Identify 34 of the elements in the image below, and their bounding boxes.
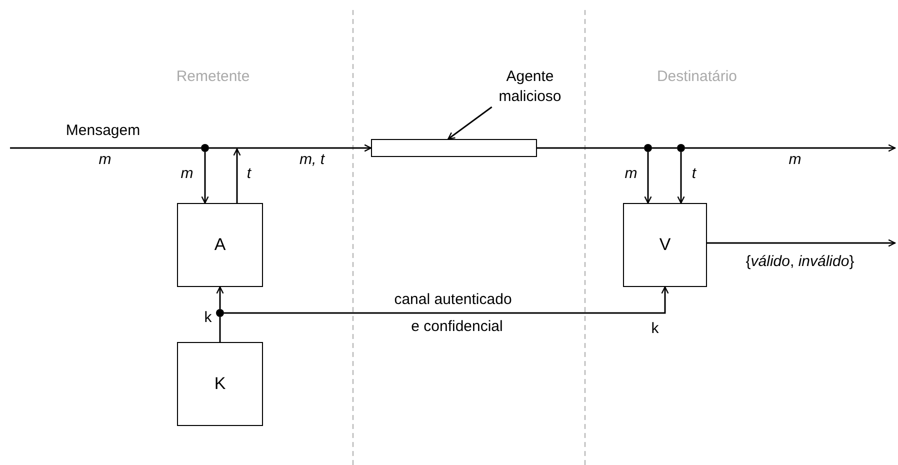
- channel-box: [371, 139, 537, 157]
- arrow: [201, 152, 209, 204]
- line: [652, 147, 677, 149]
- line: [10, 147, 201, 149]
- arrow: [677, 152, 685, 204]
- text-label: k: [651, 318, 659, 339]
- edge-label: m: [98, 150, 112, 170]
- process-box: K: [177, 342, 263, 426]
- text-label: Destinatário: [656, 66, 738, 87]
- text-label: e confidencial: [411, 316, 503, 337]
- edge-label: t: [246, 164, 252, 184]
- process-box: A: [177, 203, 263, 287]
- arrow: [216, 286, 224, 309]
- text-label: Mensagem: [66, 120, 140, 141]
- edge-label: canal autenticado: [394, 290, 512, 310]
- bare-text: Agente malicioso: [485, 67, 575, 107]
- edge-label: m: [788, 150, 802, 170]
- arrow: [233, 148, 241, 203]
- arrow: [707, 239, 896, 247]
- process-box: V: [623, 203, 707, 287]
- arrow: [209, 144, 372, 152]
- arrow: [224, 286, 669, 314]
- edge-label: m: [180, 164, 194, 184]
- edge-label: t: [692, 164, 696, 184]
- arrow: [644, 152, 652, 204]
- arrow: [685, 144, 896, 152]
- edge-label: m, t: [300, 150, 324, 170]
- line: [537, 147, 644, 149]
- edge-label: k: [204, 308, 212, 328]
- edge-label: {válido, inválido}: [746, 252, 854, 272]
- line: [219, 317, 221, 342]
- arrow: [448, 106, 492, 140]
- text-label: Remetente: [176, 66, 250, 87]
- edge-label: m: [624, 164, 638, 184]
